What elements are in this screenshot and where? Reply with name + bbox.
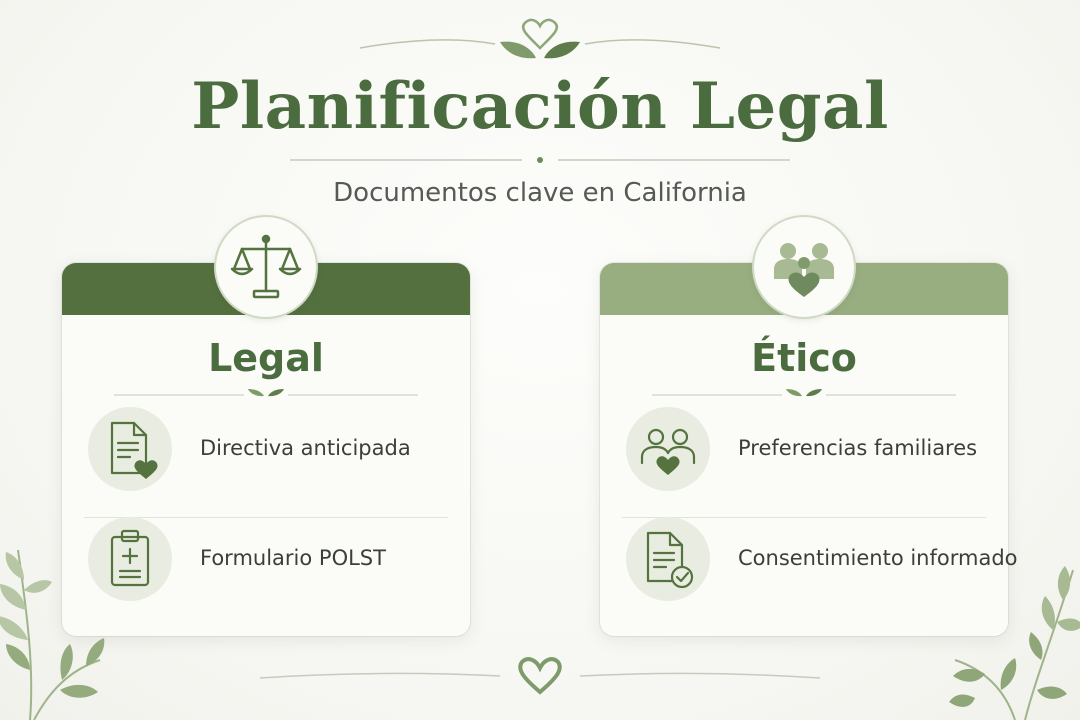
- polst-form-label: Formulario POLST: [200, 546, 386, 570]
- legal-card-badge: [216, 217, 316, 317]
- ethical-card-title: Ético: [751, 336, 857, 380]
- document-check-icon: [626, 517, 710, 601]
- document-heart-icon: [88, 407, 172, 491]
- legal-card: Legal Directiva anticipada: [62, 217, 470, 636]
- list-item-advance-directive: Directiva anticipada: [88, 405, 448, 495]
- bottom-heart-ornament: [260, 657, 820, 695]
- scales-of-justice-icon: [230, 234, 302, 299]
- people-heart-icon: [626, 407, 710, 491]
- legal-card-item-separator: [84, 517, 448, 518]
- right-leaves-decoration: [949, 566, 1080, 720]
- page-title: Planificación Legal: [191, 69, 889, 144]
- ethical-card-item-separator: [622, 517, 986, 518]
- list-item-informed-consent: Consentimiento informado: [626, 515, 1018, 605]
- page-subtitle: Documentos clave en California: [333, 178, 747, 208]
- title-divider: [290, 157, 790, 163]
- left-leaves-decoration: [0, 549, 105, 720]
- informed-consent-label: Consentimiento informado: [738, 546, 1018, 570]
- ethical-card-badge: [754, 217, 854, 317]
- legal-card-divider: [114, 389, 418, 397]
- list-item-polst-form: Formulario POLST: [88, 515, 448, 605]
- legal-card-title: Legal: [208, 336, 324, 380]
- advance-directive-label: Directiva anticipada: [200, 436, 411, 460]
- family-heart-icon: [774, 243, 834, 297]
- clipboard-medical-icon: [88, 517, 172, 601]
- ethical-card: Ético Preferencias familiares: [600, 217, 1018, 636]
- ethical-card-divider: [652, 389, 956, 397]
- top-heart-leaves-ornament: [360, 18, 720, 59]
- list-item-family-preferences: Preferencias familiares: [626, 405, 986, 495]
- family-preferences-label: Preferencias familiares: [738, 436, 978, 460]
